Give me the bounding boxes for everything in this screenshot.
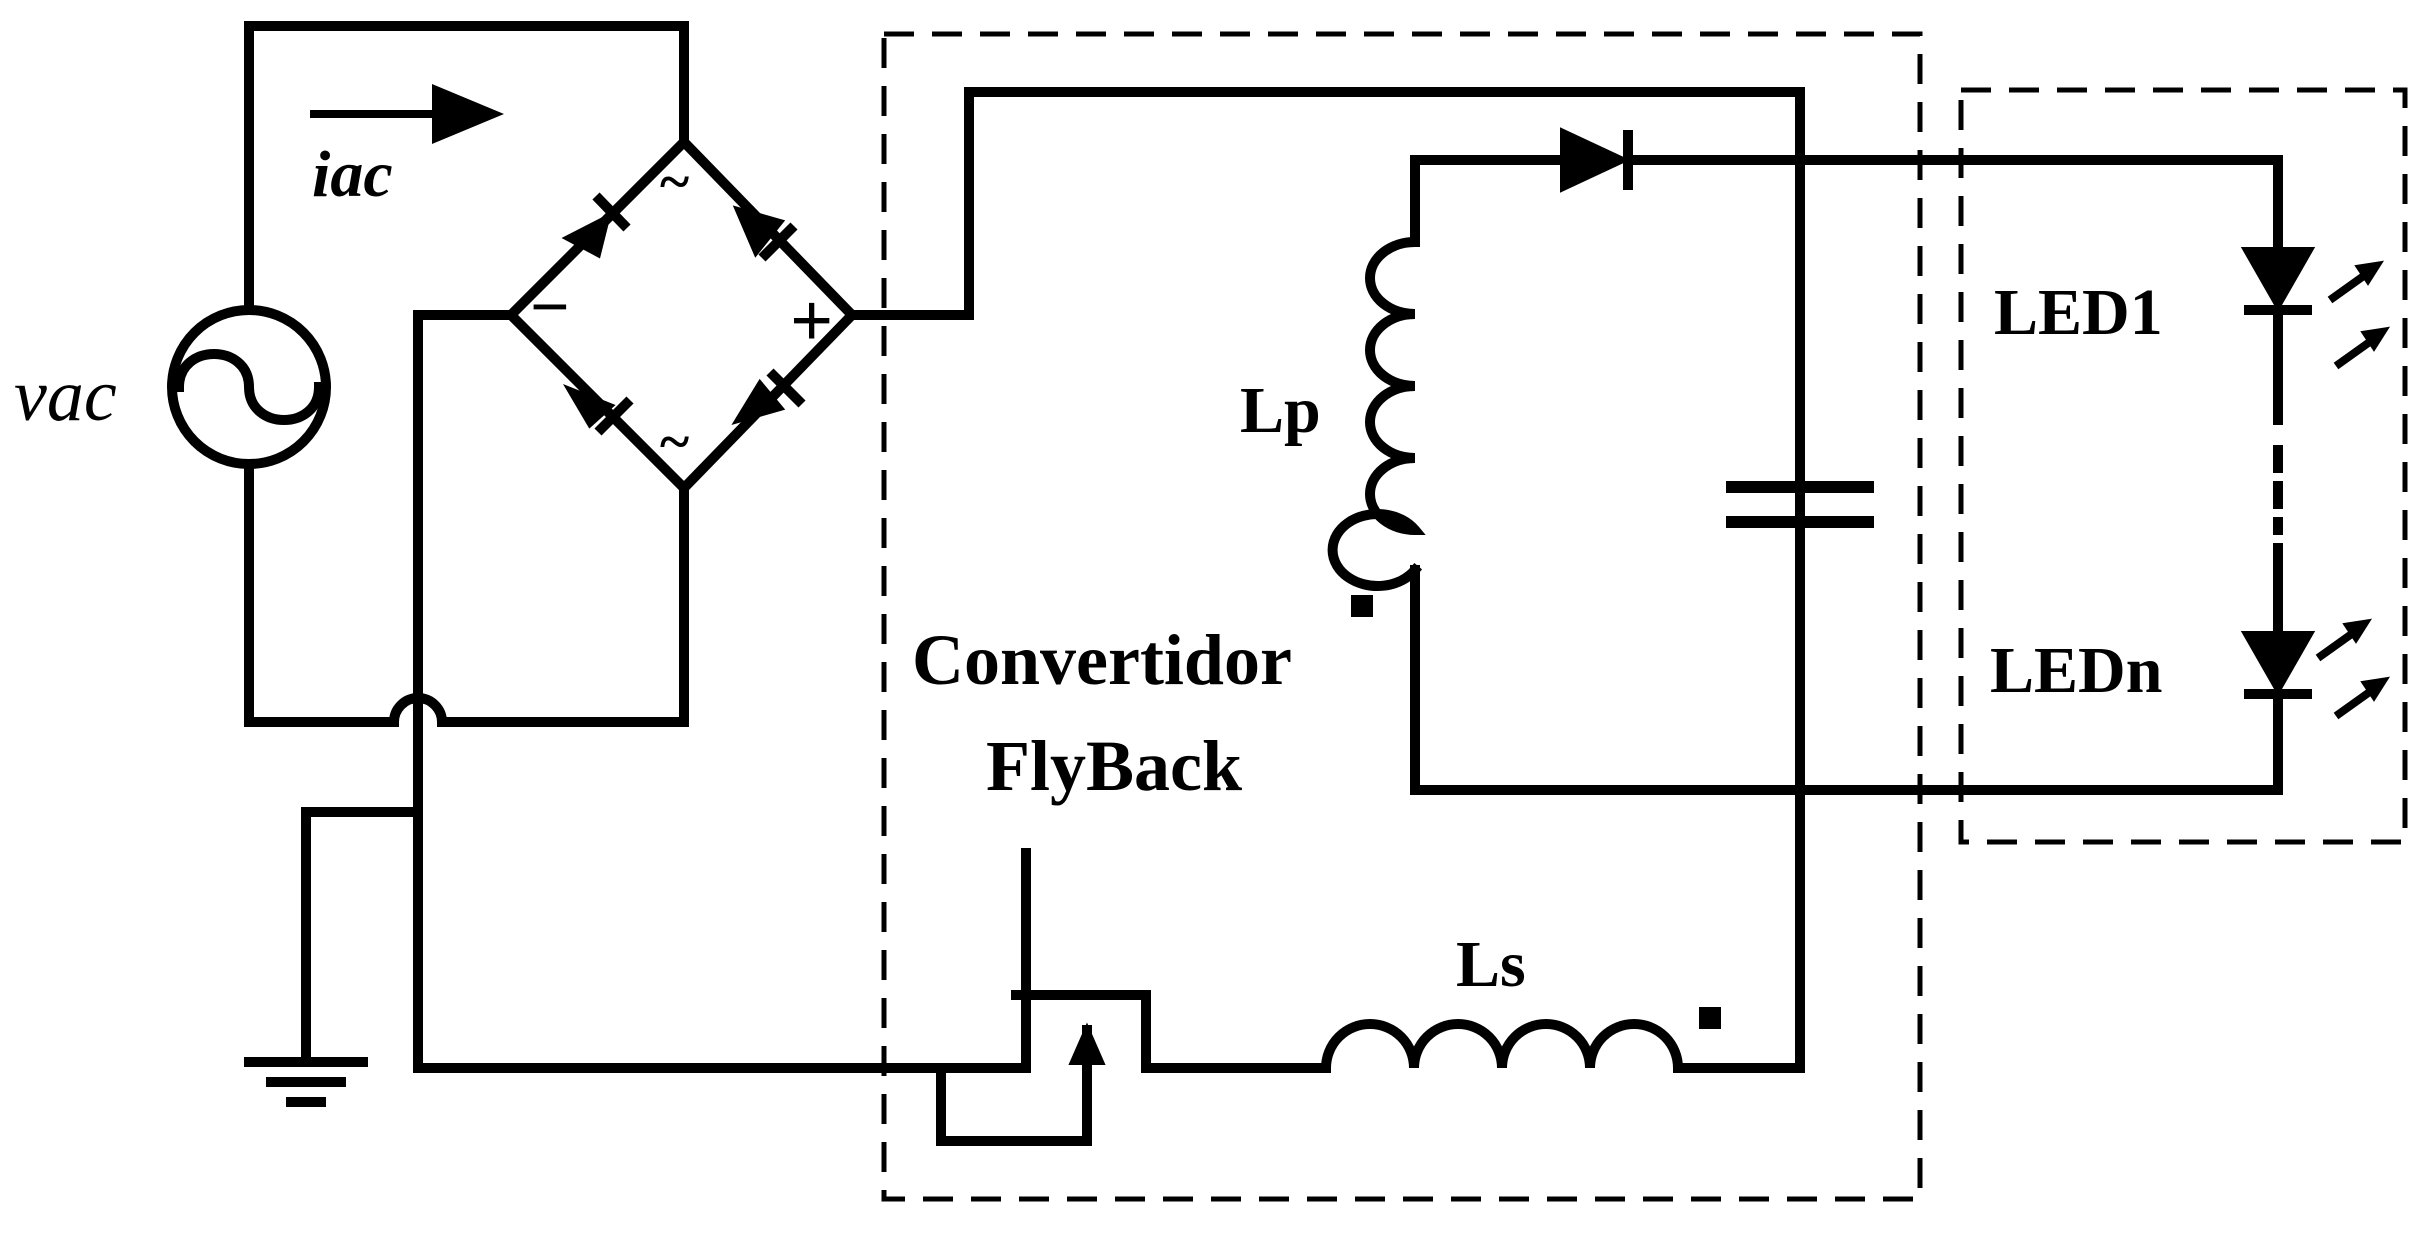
bridge-diode-top-right-bar (758, 222, 798, 262)
ls-polarity-dot (1699, 1007, 1721, 1029)
mosfet-arrow (1068, 1022, 1106, 1065)
lp-polarity-dot (1351, 595, 1373, 617)
wire-ground-branch (301, 807, 423, 1067)
led1-emission-head-2 (2360, 326, 2391, 352)
bridge-diode-top-right (732, 205, 786, 258)
ls-inductor-coils (1320, 1019, 1684, 1074)
ledn-label: LEDn (1990, 634, 2162, 707)
led1-triangle (2240, 247, 2316, 313)
source-current-label: iac (312, 138, 393, 211)
mosfet-body-loop (936, 1025, 1092, 1146)
led1-emission-head-1 (2354, 260, 2385, 286)
ac-source-sine (173, 349, 325, 425)
bridge-diode-bottom-left (562, 383, 616, 429)
bridge-ac-top-label: ~ (660, 151, 689, 213)
wire-lp-top (1410, 155, 1568, 247)
converter-title-line1: Convertidor (912, 620, 1292, 700)
bridge-ac-bottom-label: ~ (660, 411, 689, 473)
secondary-inductor-label: Ls (1456, 928, 1526, 1001)
bridge-diode-bottom-left-bar (594, 396, 634, 436)
wire-lp-bottom (1410, 565, 2283, 795)
wire-bridge-plus (847, 87, 1805, 1073)
converter-title-line2: FlyBack (986, 726, 1242, 806)
led-dashed-box (1958, 87, 2408, 845)
lp-inductor-coils (1327, 236, 1426, 591)
bridge-diode-bottom-right (731, 378, 786, 425)
bridge-diode-top-left (561, 212, 612, 259)
ledn-emission-head-1 (2342, 618, 2373, 644)
bridge-rectifier-diamond (503, 134, 859, 496)
wire-bridge-bottom-return (437, 483, 689, 727)
iac-arrow-head (432, 84, 504, 144)
ac-source-circle (167, 305, 331, 469)
ledn-emission-head-2 (2360, 676, 2391, 702)
source-voltage-label: vac (14, 355, 117, 437)
wire-source-top (244, 21, 689, 314)
led1-label: LED1 (1994, 276, 2163, 349)
primary-inductor-label: Lp (1240, 374, 1321, 447)
wire-source-bottom (244, 460, 399, 727)
output-diode-triangle (1560, 127, 1631, 193)
bridge-minus-label: − (530, 269, 570, 346)
bridge-plus-label: + (790, 279, 833, 363)
bridge-diode-bottom-right-bar (766, 368, 806, 408)
converter-dashed-box (881, 31, 1923, 1202)
bridge-diode-top-left-bar (592, 192, 631, 232)
ledn-triangle (2240, 631, 2316, 697)
